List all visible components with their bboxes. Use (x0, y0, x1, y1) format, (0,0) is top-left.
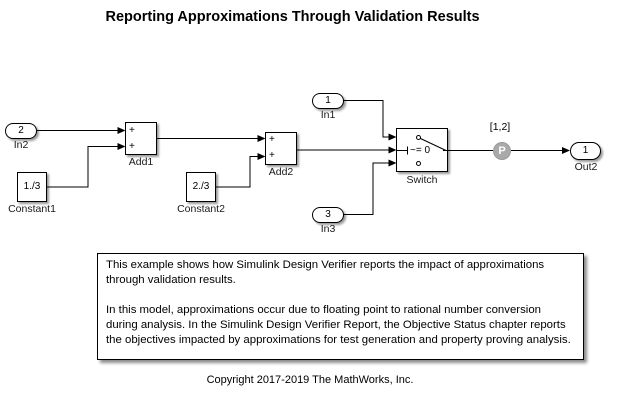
wire-in3-to-switch[interactable] (344, 162, 389, 215)
add2-plus-sign-2: + (269, 150, 275, 161)
constant2-label: Constant2 (177, 203, 225, 215)
constant2-block[interactable]: 2./3 (186, 172, 216, 202)
add1-plus-sign-1: + (129, 125, 135, 136)
wire-constant1-to-add1[interactable] (47, 146, 118, 188)
inport-number: 3 (325, 209, 331, 220)
probe-badge[interactable]: P (493, 142, 511, 160)
outport-block-out2[interactable]: 1 (570, 142, 601, 160)
constant1-label: Constant1 (8, 203, 56, 215)
probe-letter: P (498, 145, 506, 157)
add1-plus-sign-2: + (129, 141, 135, 152)
add1-label: Add1 (128, 156, 154, 168)
wire-arrowheads (117, 127, 570, 167)
add1-sum-block[interactable]: + + (125, 122, 157, 155)
switch-block[interactable]: ~= 0 (396, 128, 448, 172)
description-paragraph-1: This example shows how Simulink Design V… (106, 259, 545, 286)
constant1-value: 1./3 (23, 181, 41, 192)
wire-constant2-to-add2[interactable] (216, 156, 258, 188)
inport-block-in1[interactable]: 1 (312, 93, 344, 109)
outport-number: 1 (582, 145, 589, 156)
constant2-value: 2./3 (192, 181, 210, 192)
inport-block-in2[interactable]: 2 (5, 123, 37, 139)
inport-label-in1: In1 (320, 109, 336, 121)
add2-label: Add2 (268, 166, 294, 178)
inport-label-in3: In3 (320, 223, 336, 235)
switch-label: Switch (406, 174, 438, 186)
signal-dimension-annotation: [1,2] (489, 121, 511, 133)
switch-criteria: ~= 0 (410, 145, 431, 156)
copyright-text: Copyright 2017-2019 The MathWorks, Inc. (206, 374, 414, 386)
inport-block-in3[interactable]: 3 (312, 207, 344, 223)
add2-sum-block[interactable]: + + (265, 132, 297, 165)
description-paragraph-2: In this model, approximations occur due … (106, 304, 571, 346)
switch-glyph (397, 135, 447, 166)
model-title: Reporting Approximations Through Validat… (105, 9, 480, 25)
add2-plus-sign-1: + (269, 134, 275, 145)
description-annotation-box[interactable]: This example shows how Simulink Design V… (97, 253, 584, 360)
wire-in1-to-switch[interactable] (344, 100, 389, 138)
constant1-block[interactable]: 1./3 (17, 172, 47, 202)
inport-label-in2: In2 (13, 139, 29, 151)
outport-label-out2: Out2 (574, 161, 598, 173)
inport-number: 1 (325, 95, 331, 106)
inport-number: 2 (18, 125, 24, 136)
